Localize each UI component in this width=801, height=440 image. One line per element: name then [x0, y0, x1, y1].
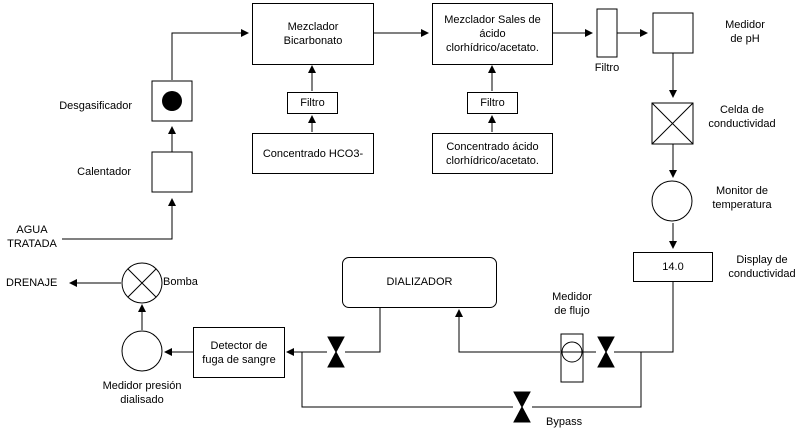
filtro-hco3-box: Filtro	[287, 92, 338, 114]
agua-tratada-label: AGUA TRATADA	[7, 224, 57, 250]
connector-bypass-return	[301, 352, 513, 408]
concentrado-acido-box: Concentrado ácido clorhídrico/acetato.	[432, 133, 553, 174]
filtro-main-box	[596, 8, 618, 58]
detector-fuga-box: Detector de fuga de sangre	[193, 327, 285, 378]
valvula-detector-icon	[327, 336, 345, 368]
valvula-flujo-icon	[597, 336, 615, 368]
valvula-bypass-icon	[513, 391, 531, 423]
bomba-label: Bomba	[163, 276, 198, 288]
detector-fuga-label: Detector de fuga de sangre	[202, 339, 276, 366]
display-conductividad-value: 14.0	[662, 261, 684, 273]
medidor-flujo-icon	[560, 333, 584, 383]
mezclador-bicarbonato-label: Mezclador Bicarbonato	[283, 21, 343, 47]
drenaje-label: DRENAJE	[6, 277, 58, 289]
concentrado-hco3-label: Concentrado HCO3-	[262, 147, 364, 160]
desgasificador-dot	[162, 91, 182, 111]
connector-bypass-line	[532, 352, 642, 408]
desgasificador-label: Desgasificador	[59, 100, 132, 112]
bomba-pump-icon	[121, 262, 163, 304]
calentador-label: Calentador	[77, 166, 131, 178]
connector-dializador-valvula	[345, 308, 381, 353]
filtro-main-label: Filtro	[594, 62, 620, 74]
calentador-box	[151, 151, 193, 193]
mezclador-acido-box: Mezclador Sales de ácido clorhídrico/ace…	[432, 3, 553, 65]
connector-display-valvula	[614, 281, 674, 353]
medidor-ph-label: Medidor de pH	[725, 19, 765, 45]
display-conductividad-label: Display de conductividad	[728, 254, 796, 280]
mezclador-bicarbonato-box: Mezclador Bicarbonato	[252, 3, 374, 65]
filtro-acido-label: Filtro	[480, 97, 505, 109]
connector-agua-calentador	[62, 198, 176, 240]
connector-desgasificador-mezclador	[171, 29, 249, 80]
dializador-box: DIALIZADOR	[342, 257, 497, 308]
filtro-hco3-label: Filtro	[300, 97, 325, 109]
filtro-acido-box: Filtro	[467, 92, 518, 114]
bypass-label: Bypass	[546, 416, 583, 428]
celda-conductividad-label: Celda de conductividad	[708, 104, 776, 130]
medidor-presion-label: Medidor presión dialisado	[102, 380, 182, 406]
mezclador-acido-label: Mezclador Sales de ácido clorhídrico/ace…	[444, 14, 541, 54]
concentrado-hco3-box: Concentrado HCO3-	[252, 133, 374, 174]
celda-conductividad-box	[651, 102, 694, 145]
medidor-ph-box	[652, 12, 694, 54]
dializador-label: DIALIZADOR	[386, 276, 453, 288]
connector-flujo-dializador	[455, 309, 560, 353]
concentrado-acido-label: Concentrado ácido clorhídrico/acetato.	[446, 140, 539, 167]
display-conductividad-box: 14.0	[633, 252, 713, 282]
medidor-presion-circle	[121, 330, 163, 372]
monitor-temperatura-circle	[651, 180, 693, 222]
medidor-flujo-label: Medidor de flujo	[552, 291, 592, 317]
monitor-temperatura-label: Monitor de temperatura	[712, 185, 772, 211]
